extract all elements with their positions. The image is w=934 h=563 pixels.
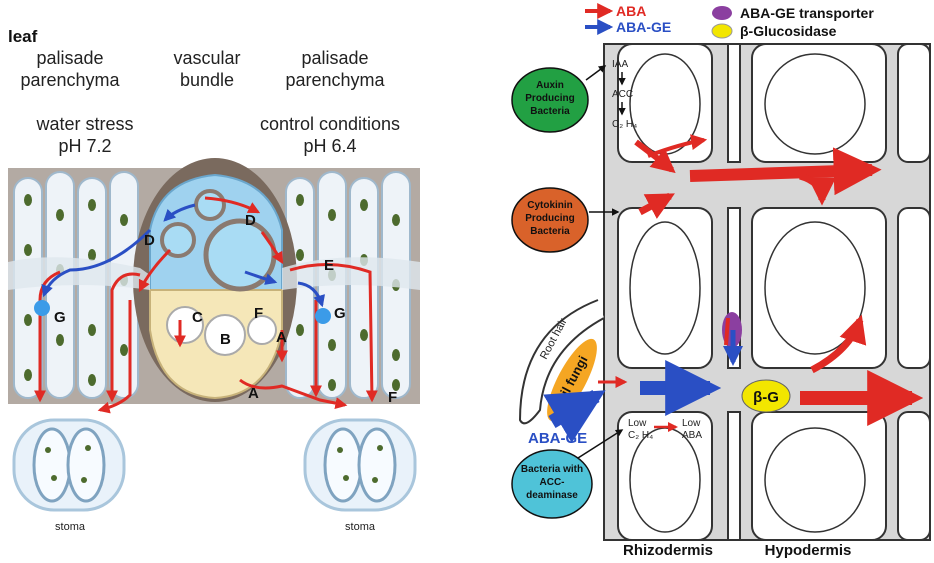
iaa-label: IAA [612,59,628,70]
palisade-left-line1: palisade [36,48,103,68]
vascular-line1: vascular [173,48,240,68]
auxin-bacteria: Auxin Producing Bacteria [511,67,589,133]
deam-line2: ACC- [540,477,565,488]
legend-glucosidase-swatch [711,23,733,39]
control-label: control conditions [260,114,400,134]
cyto-line1: Cytokinin [527,200,573,211]
palisade-right-line2: parenchyma [285,70,385,90]
beta-glucosidase [741,379,791,413]
water-stress-label: water stress [35,114,133,134]
low-aba-line1: Low [682,418,701,429]
process-labels: D D E G G C B F A A F [54,212,397,406]
transporter-red-arrow [724,317,730,346]
aba-up-curve-arrow [810,314,867,374]
aba-ge-flow-arrows-left [41,203,325,308]
legend-glucosidase-label: β-Glucosidase [740,23,837,39]
palisade-right-line1: palisade [301,48,368,68]
label-d-right: D [245,212,256,229]
auxin-line3: Bacteria [530,106,570,117]
stoma-left [12,418,126,512]
cytokinin-aba-arrow [638,192,675,219]
low-aba-line2: ABA [682,430,702,441]
label-c: C [192,309,203,326]
hypodermis-label: Hypodermis [765,542,852,559]
label-d-left: D [144,232,155,249]
cytokinin-bacteria: Cytokinin Producing Bacteria [511,187,589,253]
stoma-right-label: stoma [345,521,376,533]
root-hair [518,299,605,425]
acc-label: ACC [612,89,633,100]
transporter-left [34,300,50,316]
rhizodermis-label: Rhizodermis [623,542,713,559]
cyto-line2: Producing [525,213,574,224]
auxin-line1: Auxin [536,80,564,91]
label-g-right: G [334,305,346,322]
label-f-right: F [388,389,397,406]
ethylene-aba-arrow-2 [647,134,708,158]
auxin-line2: Producing [525,93,574,104]
root-tissue [594,43,931,541]
c2h4-label: C₂ H₄ [612,119,637,130]
vascular-line2: bundle [180,70,234,90]
leaf-label: leaf [8,27,38,46]
aba-ge-input-arrow [543,389,606,443]
acc-deaminase-bacteria: Bacteria with ACC- deaminase [511,449,593,519]
label-g-left: G [54,309,66,326]
label-b: B [220,331,231,348]
aba-down-curve-arrow [798,172,836,206]
legend-transporter-swatch [712,6,732,20]
legend-aba-label: ABA [616,3,646,19]
deam-line3: deaminase [526,490,578,501]
legend-transporter-label: ABA-GE transporter [740,5,874,21]
palisade-left-line2: parenchyma [20,70,120,90]
low-c2h4-line2: C₂ H₄ [628,430,653,441]
ph-left-label: pH 7.2 [58,136,111,156]
low-c2h4-line1: Low [628,418,647,429]
label-e: E [324,257,334,274]
legend-aba-ge-label: ABA-GE [616,19,671,35]
label-a-upper: A [276,329,287,346]
aba-top-flow-arrow [689,147,882,196]
label-a-lower: A [248,385,259,402]
beta-g-label: β-G [753,389,779,406]
aba-ge-main-label: ABA-GE [528,430,587,447]
ethylene-aba-arrow [634,139,676,174]
stoma-right [303,418,417,512]
label-f-center: F [254,305,263,322]
deam-line1: Bacteria with [521,464,583,475]
transporter-right [315,308,331,324]
left-panel: leaf palisade parenchyma vascular bundle… [8,27,420,533]
cyto-line3: Bacteria [530,226,570,237]
stoma-left-label: stoma [55,521,86,533]
ph-right-label: pH 6.4 [303,136,356,156]
intercellular-space-left [8,257,150,290]
right-panel: ABA ABA-GE ABA-GE transporter β-Glucosid… [511,3,931,559]
legend: ABA ABA-GE ABA-GE transporter β-Glucosid… [585,3,874,39]
